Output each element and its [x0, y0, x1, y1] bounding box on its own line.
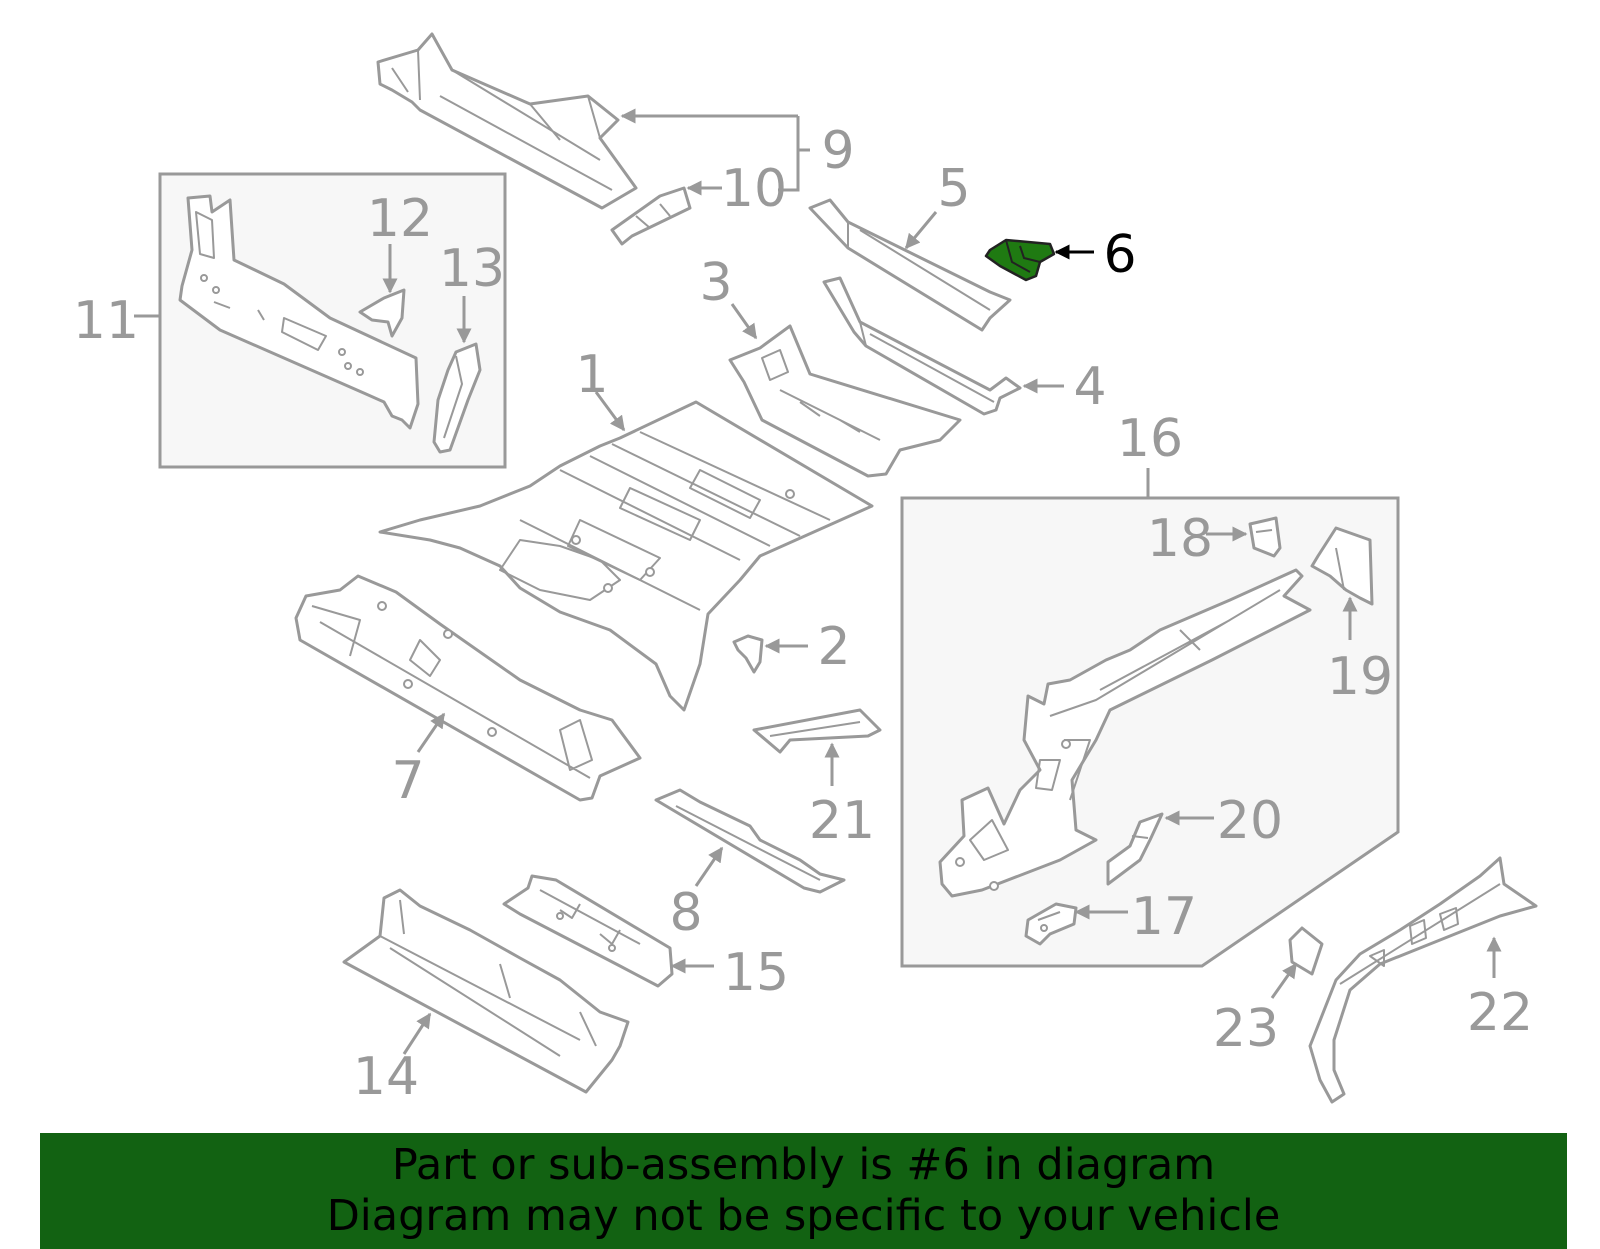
part-9-drawing: [376, 32, 638, 210]
callout-6: 6: [1103, 225, 1136, 285]
part-7-drawing: [294, 574, 642, 802]
info-banner: Part or sub-assembly is #6 in diagram Di…: [40, 1133, 1567, 1249]
part-1-drawing: [378, 400, 874, 712]
callout-18: 18: [1147, 509, 1213, 569]
leader-3: [730, 303, 758, 340]
banner-line-2: Diagram may not be specific to your vehi…: [326, 1191, 1281, 1241]
part-16-drawing: [938, 568, 1312, 898]
leader-8: [694, 846, 724, 887]
part-17-drawing: [1024, 902, 1078, 946]
part-2-drawing: [732, 634, 764, 674]
part-14-drawing: [342, 888, 630, 1094]
part-3-drawing: [728, 324, 962, 478]
part-11-drawing: [178, 194, 420, 430]
callout-16: 16: [1117, 409, 1183, 469]
part-10-drawing: [610, 186, 692, 246]
part-22-drawing: [1308, 856, 1538, 1104]
callout-9: 9: [821, 121, 854, 181]
callout-8: 8: [669, 883, 702, 943]
leader-5: [904, 211, 938, 250]
part-21-drawing: [752, 708, 882, 754]
part-13-drawing: [432, 342, 482, 454]
part-18-drawing: [1248, 516, 1282, 558]
leader-1: [594, 391, 626, 432]
part-5-drawing: [808, 198, 1012, 332]
callout-23: 23: [1213, 999, 1279, 1059]
callout-2: 2: [817, 617, 850, 677]
callout-14: 14: [353, 1047, 419, 1107]
part-20-drawing: [1106, 812, 1164, 886]
callout-19: 19: [1327, 647, 1393, 707]
callout-15: 15: [723, 943, 789, 1003]
bracket-9-10: [778, 116, 810, 192]
callout-20: 20: [1217, 791, 1283, 851]
callout-5: 5: [937, 159, 970, 219]
callout-1: 1: [575, 345, 608, 405]
callout-22: 22: [1467, 983, 1533, 1043]
part-23-drawing: [1288, 926, 1324, 976]
part-12-drawing: [358, 288, 406, 338]
leader-14: [402, 1012, 432, 1055]
part-8-drawing: [654, 788, 846, 894]
callout-7: 7: [391, 751, 424, 811]
callout-11: 11: [73, 291, 139, 351]
leader-7: [416, 712, 446, 753]
callout-17: 17: [1131, 887, 1197, 947]
banner-line-1: Part or sub-assembly is #6 in diagram: [391, 1140, 1216, 1190]
leader-23: [1270, 962, 1298, 999]
callout-4: 4: [1073, 357, 1106, 417]
callout-3: 3: [699, 253, 732, 313]
part-6-highlighted: [984, 238, 1056, 282]
part-4-drawing: [822, 276, 1022, 416]
callout-10: 10: [721, 159, 787, 219]
callout-12: 12: [367, 189, 433, 249]
callout-21: 21: [809, 791, 875, 851]
part-19-drawing: [1310, 526, 1374, 606]
callout-13: 13: [439, 239, 505, 299]
